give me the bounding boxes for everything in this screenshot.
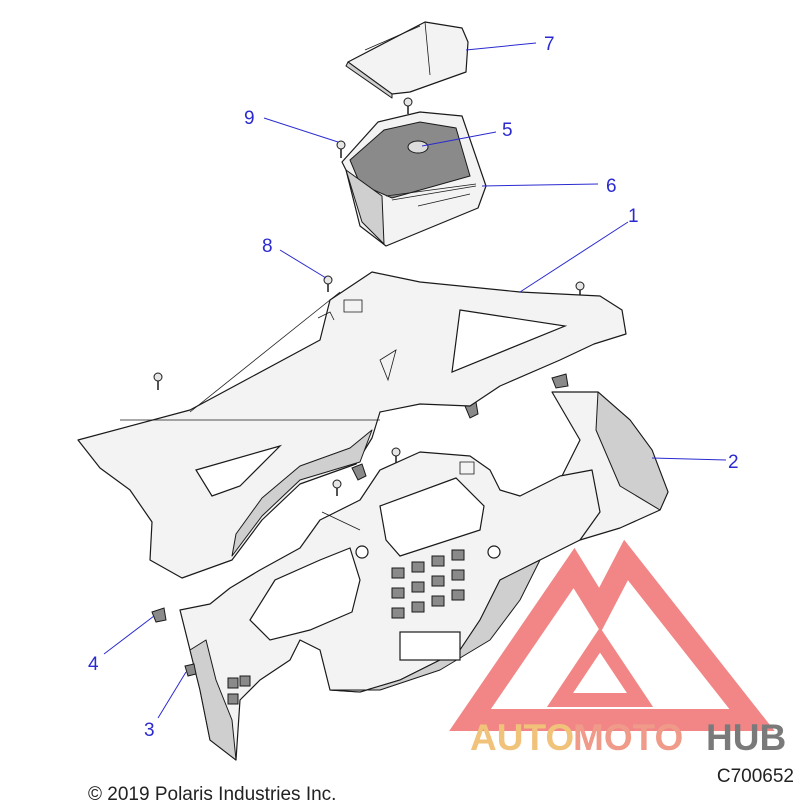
part-4-clip [151,607,167,623]
callout-8: 8 [262,236,273,257]
part-6-storage-box [341,111,487,247]
leader-9 [263,117,339,143]
part-7-storage-lid [345,21,469,99]
leader-4 [103,615,155,655]
watermark-text: AUTO MOTO HUB [470,717,786,758]
leader-3 [157,671,187,719]
callout-5: 5 [502,120,513,141]
leader-lines [103,42,727,719]
watermark-hub: HUB [706,717,786,758]
leader-2 [651,457,727,461]
part-8-screw [323,275,333,292]
callout-9: 9 [244,108,255,129]
callout-7: 7 [544,34,555,55]
figure-code: C700652 [716,766,794,787]
callout-4: 4 [88,654,99,675]
callout-6: 6 [606,176,617,197]
leader-1 [519,221,629,293]
callout-2: 2 [728,452,739,473]
lower-dash-assembly [179,451,601,761]
part-3-rivet [184,663,197,677]
watermark-moto: MOTO [573,717,683,758]
callout-1: 1 [628,206,639,227]
copyright-notice: © 2019 Polaris Industries Inc. [88,784,337,800]
part-1-upper-dash [77,271,627,579]
leader-5 [421,131,497,147]
part-9-screw [336,140,346,158]
watermark-auto: AUTO [470,717,574,758]
leader-6 [481,183,599,187]
callout-3: 3 [144,720,155,741]
part-screw-box-top [403,97,413,114]
callout-numbers: 1 2 3 4 5 6 7 8 9 [88,34,739,741]
part-5-cap [407,140,429,154]
leader-8 [279,249,327,279]
watermark-logo [449,539,775,731]
leader-7 [465,42,537,51]
